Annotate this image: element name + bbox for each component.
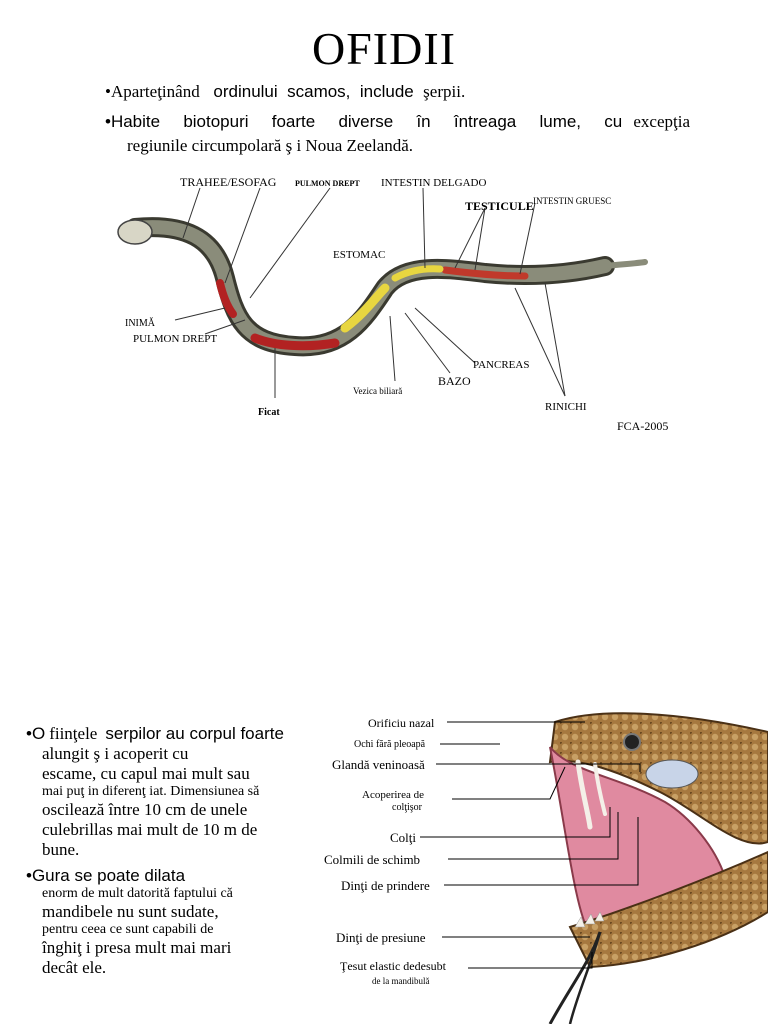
label-dinti-prindere: Dinţi de prindere bbox=[341, 878, 430, 893]
label-ficat: Ficat bbox=[258, 407, 280, 418]
bullet-line1-end: excepţia bbox=[633, 112, 690, 131]
label-glanda: Glandă veninoasă bbox=[332, 757, 425, 772]
liver-organ bbox=[250, 333, 340, 351]
text-line: culebrillas mai mult de 10 m de bbox=[42, 820, 258, 839]
text-line: oscilează între 10 cm de unele bbox=[42, 800, 248, 819]
text-line: mandibele nu sunt sudate, bbox=[42, 902, 219, 921]
label-trahee: TRAHEE/ESOFAG bbox=[180, 175, 277, 189]
lower-jaw bbox=[568, 850, 768, 969]
text-line: mai puţ in diferenţ iat. Dimensiunea să bbox=[42, 784, 260, 799]
page-title: OFIDII bbox=[312, 23, 456, 74]
snake-body bbox=[128, 220, 612, 354]
text-word: fiinţele bbox=[49, 724, 98, 743]
heart-organ bbox=[216, 279, 237, 318]
label-intestin-gruesc: INTESTIN GRUESC bbox=[533, 196, 611, 206]
label-testicule: TESTICULE bbox=[465, 199, 534, 213]
bullet-part: Aparteţinând bbox=[110, 82, 204, 101]
label-intestin-delgado: INTESTIN DELGADO bbox=[381, 177, 486, 189]
label-orificiu: Orificiu nazal bbox=[368, 716, 435, 730]
text-word: serpilor au corpul foarte bbox=[105, 724, 284, 743]
venom-gland bbox=[645, 759, 699, 789]
label-coltisor: colţişor bbox=[392, 802, 423, 813]
label-ochi: Ochi fără pleoapă bbox=[354, 739, 426, 750]
label-inima: INIMĂ bbox=[125, 317, 156, 329]
label-estomac: ESTOMAC bbox=[333, 249, 385, 261]
label-pulmon-bottom: PULMON DREPT bbox=[133, 333, 217, 345]
replacement-fang bbox=[593, 762, 607, 816]
text-line: •Gura se poate dilata bbox=[26, 866, 186, 885]
text-line: alungit ş i acoperit cu bbox=[42, 744, 189, 763]
label-colti: Colţi bbox=[390, 830, 416, 845]
text-line: bune. bbox=[42, 840, 80, 859]
label-pancreas: PANCREAS bbox=[473, 359, 529, 371]
text-line: enorm de mult datorită faptului că bbox=[42, 886, 233, 901]
text-line: escame, cu capul mai mult sau bbox=[42, 764, 250, 783]
intestine-organ bbox=[391, 265, 444, 282]
text-line: pentru ceea ce sunt capabili de bbox=[42, 922, 214, 937]
label-tesut: Ţesut elastic dedesubt bbox=[340, 959, 447, 973]
bullet-order: •Aparteţinând ordinului scamos, include … bbox=[105, 80, 690, 104]
label-bazo: BAZO bbox=[438, 374, 471, 388]
snake-tail bbox=[602, 259, 648, 269]
label-vezica: Vezica biliară bbox=[353, 386, 402, 396]
bullet-marker: • bbox=[105, 82, 111, 101]
text-line: decât ele. bbox=[42, 958, 107, 977]
eye bbox=[623, 733, 641, 751]
bullet-line1: Habite biotopuri foarte diverse în între… bbox=[110, 112, 623, 131]
fang bbox=[575, 759, 593, 830]
snake-head bbox=[117, 219, 153, 245]
lower-teeth bbox=[574, 911, 605, 928]
snake-anatomy-diagram: TRAHEE/ESOFAG PULMON DREPT INTESTIN DELG… bbox=[117, 175, 668, 433]
bullet-line2: regiunile circumpolară ş i Noua Zeelandă… bbox=[127, 136, 414, 155]
label-colmili: Colmili de schimb bbox=[324, 852, 420, 867]
bullet-part: ordinului scamos, include bbox=[203, 82, 424, 101]
stomach-organ bbox=[340, 283, 390, 333]
label-dinti-presiune: Dinţi de presiune bbox=[336, 930, 426, 945]
bullet-marker: •O bbox=[26, 724, 46, 743]
text-line: înghiţ i presa mult mai mari bbox=[42, 938, 232, 957]
label-mandibula: de la mandibulă bbox=[372, 976, 429, 986]
label-acoperirea: Acoperirea de bbox=[362, 789, 424, 801]
tongue-fork bbox=[568, 931, 602, 1024]
bullet-marker: • bbox=[105, 112, 111, 131]
bullet-habitat: •Habite biotopuri foarte diverse în într… bbox=[105, 110, 690, 158]
bullet-part: şerpii. bbox=[423, 82, 466, 101]
label-pulmon-top: PULMON DREPT bbox=[295, 179, 360, 188]
testicule-organ bbox=[441, 266, 529, 280]
snake-head-diagram: Orificiu nazal Ochi fără pleoapă Glandă … bbox=[324, 712, 768, 1024]
description-text: •O fiinţele serpilor au corpul foarte al… bbox=[26, 724, 346, 978]
label-rinichi: RINICHI bbox=[545, 401, 587, 413]
diagram-credit: FCA-2005 bbox=[617, 419, 668, 433]
